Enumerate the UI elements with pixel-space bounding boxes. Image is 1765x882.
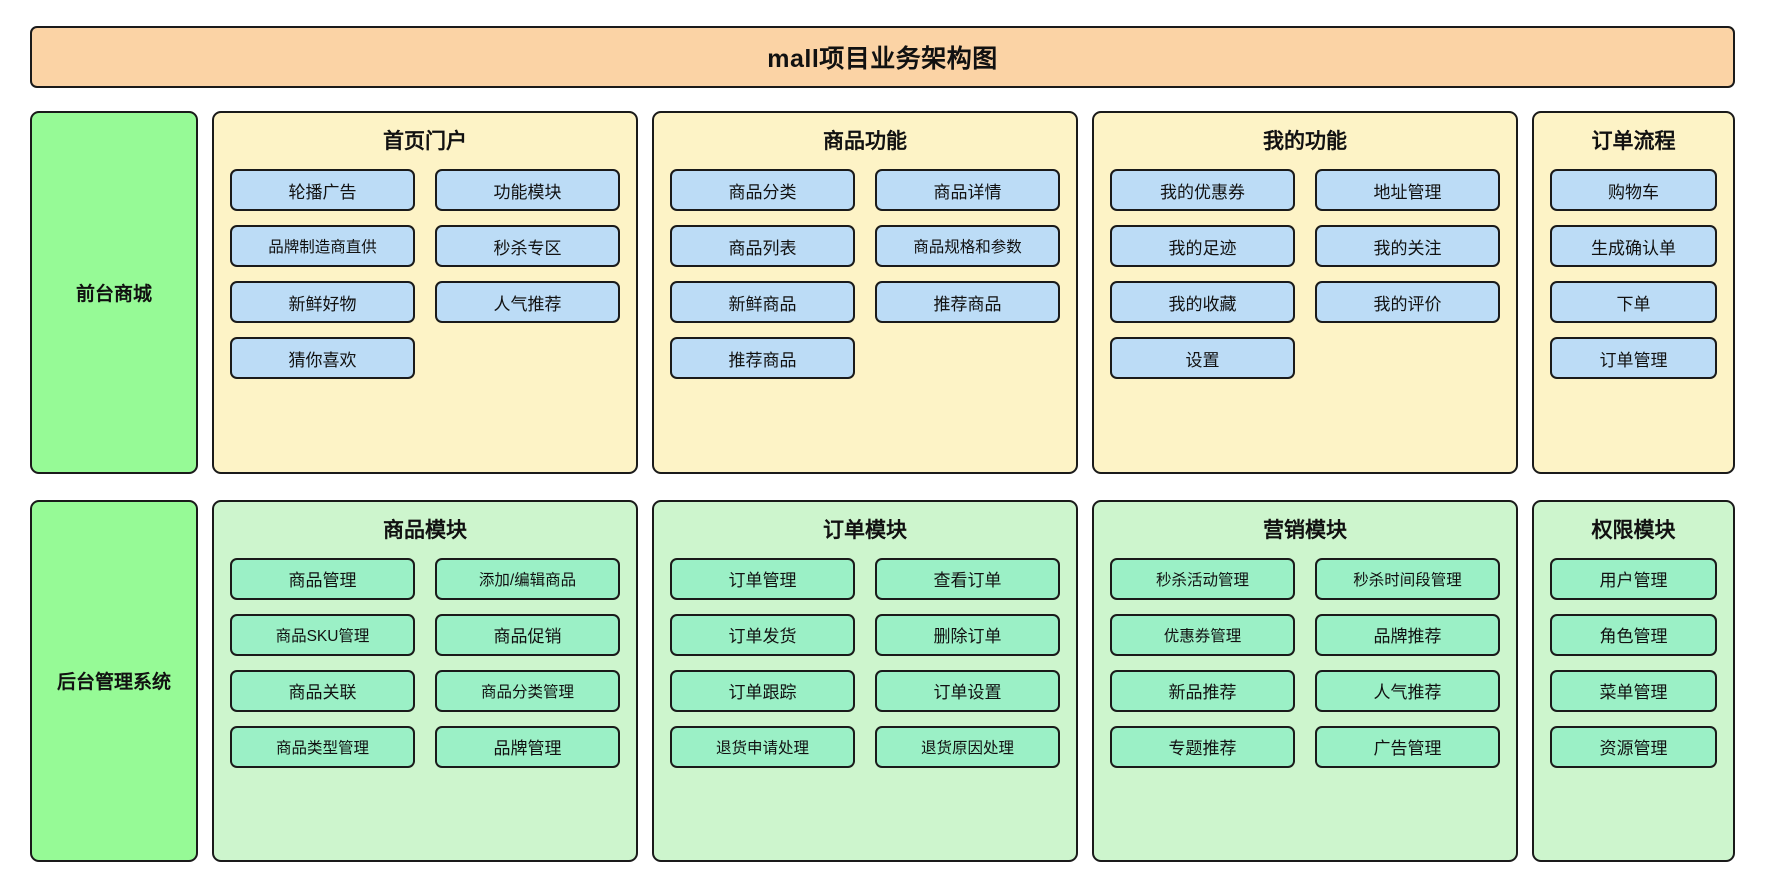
item-return-request-handling[interactable]: 退货申请处理: [670, 725, 855, 768]
item-order-shipping[interactable]: 订单发货: [670, 613, 855, 656]
group-title-my-function: 我的功能: [1263, 130, 1347, 153]
item-address-management[interactable]: 地址管理: [1315, 169, 1500, 211]
item-topic-recommend[interactable]: 专题推荐: [1110, 725, 1295, 768]
group-title-product-function: 商品功能: [823, 130, 907, 153]
item-delete-order[interactable]: 删除订单: [875, 613, 1060, 656]
item-add-edit-product[interactable]: 添加/编辑商品: [435, 557, 620, 600]
item-brand-management[interactable]: 品牌管理: [435, 725, 620, 768]
item-order-management[interactable]: 订单管理: [1550, 337, 1717, 379]
item-generate-confirmation[interactable]: 生成确认单: [1550, 225, 1717, 267]
item-product-type-management[interactable]: 商品类型管理: [230, 725, 415, 768]
item-product-spec-params[interactable]: 商品规格和参数: [875, 225, 1060, 267]
group-product-function: 商品功能 商品分类 商品详情 商品列表 商品规格和参数 新鲜商品 推荐商品 推荐…: [652, 111, 1078, 474]
item-role-management[interactable]: 角色管理: [1550, 613, 1717, 656]
item-menu-management[interactable]: 菜单管理: [1550, 669, 1717, 712]
item-product-sku-management[interactable]: 商品SKU管理: [230, 613, 415, 656]
item-coupon-management[interactable]: 优惠券管理: [1110, 613, 1295, 656]
item-product-promotion[interactable]: 商品促销: [435, 613, 620, 656]
item-my-follows[interactable]: 我的关注: [1315, 225, 1500, 267]
layer-label-backend: 后台管理系统: [30, 499, 198, 862]
item-place-order[interactable]: 下单: [1550, 281, 1717, 323]
item-return-reason-handling[interactable]: 退货原因处理: [875, 725, 1060, 768]
item-brand-direct-supply[interactable]: 品牌制造商直供: [230, 225, 415, 267]
item-fresh-goods[interactable]: 新鲜好物: [230, 281, 415, 323]
group-title-permission-module: 权限模块: [1591, 518, 1676, 542]
item-carousel-ad[interactable]: 轮播广告: [230, 169, 415, 211]
layer-row-backend: 后台管理系统 商品模块 商品管理 添加/编辑商品 商品SKU管理 商品促销 商品…: [30, 499, 1735, 862]
item-function-module[interactable]: 功能模块: [435, 169, 620, 211]
group-title-homepage-portal: 首页门户: [383, 130, 467, 153]
item-brand-recommend[interactable]: 品牌推荐: [1315, 613, 1500, 656]
backend-groups: 商品模块 商品管理 添加/编辑商品 商品SKU管理 商品促销 商品关联 商品分类…: [212, 499, 1735, 862]
group-marketing-module: 营销模块 秒杀活动管理 秒杀时间段管理 优惠券管理 品牌推荐 新品推荐 人气推荐…: [1092, 499, 1518, 862]
group-title-order-process: 订单流程: [1591, 130, 1676, 153]
item-ad-management[interactable]: 广告管理: [1315, 725, 1500, 768]
item-user-management[interactable]: 用户管理: [1550, 557, 1717, 600]
item-my-reviews[interactable]: 我的评价: [1315, 281, 1500, 323]
diagram-title: mall项目业务架构图: [767, 45, 998, 73]
item-product-detail[interactable]: 商品详情: [875, 169, 1060, 211]
group-product-module: 商品模块 商品管理 添加/编辑商品 商品SKU管理 商品促销 商品关联 商品分类…: [212, 499, 638, 862]
item-order-management-admin[interactable]: 订单管理: [670, 557, 855, 600]
group-permission-module: 权限模块 用户管理 角色管理 菜单管理 资源管理: [1532, 499, 1735, 862]
group-my-function: 我的功能 我的优惠券 地址管理 我的足迹 我的关注 我的收藏 我的评价 设置: [1092, 111, 1518, 474]
group-items-product-module: 商品管理 添加/编辑商品 商品SKU管理 商品促销 商品关联 商品分类管理 商品…: [230, 557, 620, 847]
group-items-permission-module: 用户管理 角色管理 菜单管理 资源管理: [1550, 557, 1717, 847]
group-title-product-module: 商品模块: [383, 518, 467, 542]
group-items-product-function: 商品分类 商品详情 商品列表 商品规格和参数 新鲜商品 推荐商品 推荐商品: [670, 169, 1060, 458]
item-product-list[interactable]: 商品列表: [670, 225, 855, 267]
item-flash-sale-time-management[interactable]: 秒杀时间段管理: [1315, 557, 1500, 600]
item-flash-sale-activity-management[interactable]: 秒杀活动管理: [1110, 557, 1295, 600]
item-recommend-product-2[interactable]: 推荐商品: [670, 337, 855, 379]
item-order-tracking[interactable]: 订单跟踪: [670, 669, 855, 712]
layer-label-frontend-text: 前台商城: [75, 283, 152, 305]
group-title-marketing-module: 营销模块: [1263, 518, 1347, 542]
item-fresh-product[interactable]: 新鲜商品: [670, 281, 855, 323]
group-order-module: 订单模块 订单管理 查看订单 订单发货 删除订单 订单跟踪 订单设置 退货申请处…: [652, 499, 1078, 862]
layer-label-frontend: 前台商城: [30, 111, 198, 474]
group-title-order-module: 订单模块: [823, 518, 907, 542]
item-recommend-product[interactable]: 推荐商品: [875, 281, 1060, 323]
item-flash-sale-zone[interactable]: 秒杀专区: [435, 225, 620, 267]
group-items-order-module: 订单管理 查看订单 订单发货 删除订单 订单跟踪 订单设置 退货申请处理 退货原…: [670, 557, 1060, 847]
item-product-category-management[interactable]: 商品分类管理: [435, 669, 620, 712]
layer-row-frontend: 前台商城 首页门户 轮播广告 功能模块 品牌制造商直供 秒杀专区 新鲜好物 人气…: [30, 111, 1735, 474]
frontend-groups: 首页门户 轮播广告 功能模块 品牌制造商直供 秒杀专区 新鲜好物 人气推荐 猜你…: [212, 111, 1735, 474]
group-items-my-function: 我的优惠券 地址管理 我的足迹 我的关注 我的收藏 我的评价 设置: [1110, 169, 1500, 458]
item-resource-management[interactable]: 资源管理: [1550, 725, 1717, 768]
item-my-favorites[interactable]: 我的收藏: [1110, 281, 1295, 323]
item-shopping-cart[interactable]: 购物车: [1550, 169, 1717, 211]
item-new-product-recommend[interactable]: 新品推荐: [1110, 669, 1295, 712]
item-product-relation[interactable]: 商品关联: [230, 669, 415, 712]
item-popular-recommend-admin[interactable]: 人气推荐: [1315, 669, 1500, 712]
group-items-order-process: 购物车 生成确认单 下单 订单管理: [1550, 169, 1717, 458]
group-items-homepage-portal: 轮播广告 功能模块 品牌制造商直供 秒杀专区 新鲜好物 人气推荐 猜你喜欢: [230, 169, 620, 458]
group-homepage-portal: 首页门户 轮播广告 功能模块 品牌制造商直供 秒杀专区 新鲜好物 人气推荐 猜你…: [212, 111, 638, 474]
diagram-title-banner: mall项目业务架构图: [30, 26, 1735, 88]
group-order-process: 订单流程 购物车 生成确认单 下单 订单管理: [1532, 111, 1735, 474]
group-items-marketing-module: 秒杀活动管理 秒杀时间段管理 优惠券管理 品牌推荐 新品推荐 人气推荐 专题推荐…: [1110, 557, 1500, 847]
item-my-footprints[interactable]: 我的足迹: [1110, 225, 1295, 267]
item-order-settings[interactable]: 订单设置: [875, 669, 1060, 712]
layer-label-backend-text: 后台管理系统: [56, 672, 171, 694]
item-settings[interactable]: 设置: [1110, 337, 1295, 379]
item-view-order[interactable]: 查看订单: [875, 557, 1060, 600]
item-product-management[interactable]: 商品管理: [230, 557, 415, 600]
item-popular-recommend[interactable]: 人气推荐: [435, 281, 620, 323]
item-my-coupons[interactable]: 我的优惠券: [1110, 169, 1295, 211]
item-guess-you-like[interactable]: 猜你喜欢: [230, 337, 415, 379]
item-product-category[interactable]: 商品分类: [670, 169, 855, 211]
